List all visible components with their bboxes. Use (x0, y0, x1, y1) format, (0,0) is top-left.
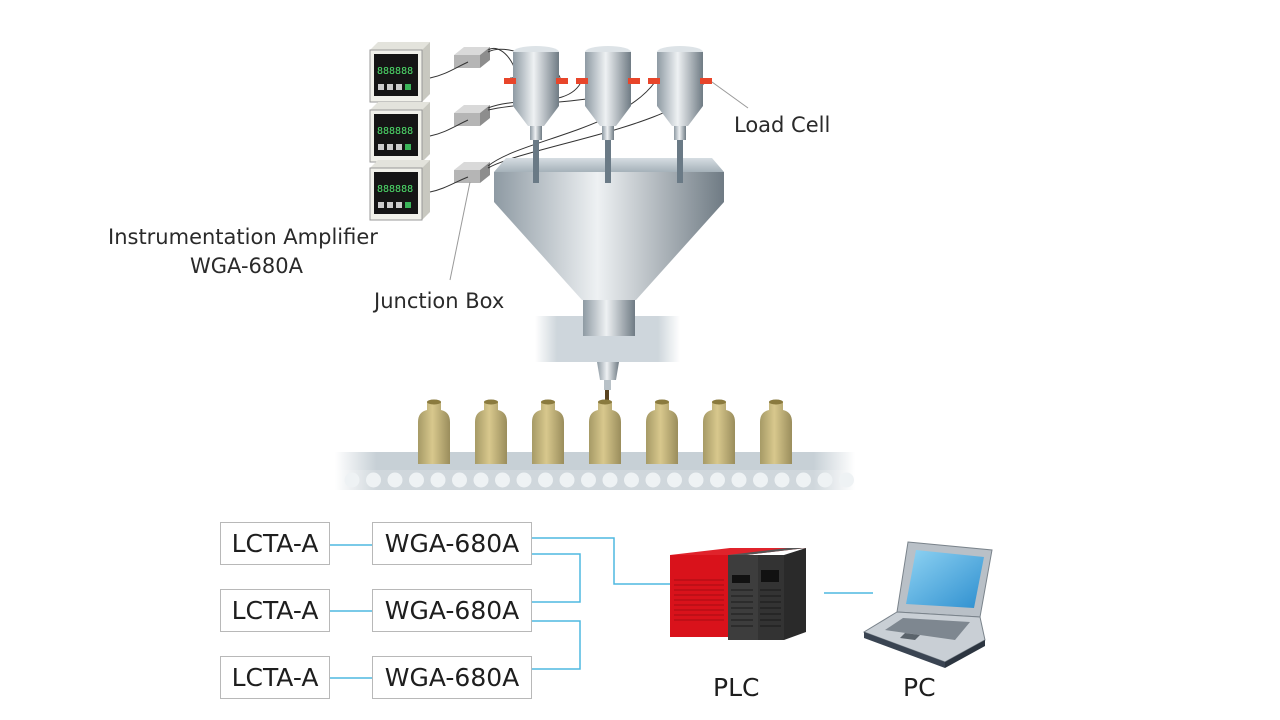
conveyor-roller (516, 472, 532, 488)
load-cell-label: Load Cell (734, 113, 831, 137)
junction-box-label: Junction Box (374, 289, 505, 313)
weighing-hopper (576, 46, 640, 183)
conveyor-roller (387, 472, 403, 488)
connection-lines (330, 537, 873, 679)
conveyor-roller (538, 472, 553, 488)
conveyor-roller (710, 472, 725, 488)
conveyor-roller (430, 472, 446, 488)
conveyor-roller (602, 472, 618, 488)
load-cell (628, 78, 640, 84)
weighing-hopper (648, 46, 712, 183)
load-cell (556, 78, 568, 84)
bottle (760, 399, 792, 464)
svg-text:888888: 888888 (377, 126, 413, 137)
load-cell (576, 78, 588, 84)
conveyor-roller (796, 472, 811, 488)
plc-label: PLC (713, 673, 760, 702)
sensor-box: LCTA-A (220, 656, 330, 699)
conveyor-roller (409, 472, 424, 488)
junction-box (454, 105, 490, 126)
load-cell (700, 78, 712, 84)
amplifier-label-line1: Instrumentation Amplifier (108, 225, 378, 249)
conveyor-roller (753, 472, 768, 488)
amplifier-box: WGA-680A (372, 656, 532, 699)
junction-box (454, 47, 490, 68)
pc-laptop-icon (862, 541, 993, 668)
bottle (703, 399, 735, 464)
conveyor-roller (473, 472, 489, 488)
amplifier-unit: 888888 (369, 102, 430, 163)
conveyor-roller (559, 472, 575, 488)
conveyor-roller (839, 472, 854, 488)
weighing-hopper (504, 46, 568, 183)
bottle (646, 399, 678, 464)
load-cell (504, 78, 516, 84)
bottle (475, 399, 507, 464)
conveyor-roller (495, 472, 510, 488)
weighing-hoppers (504, 46, 712, 183)
conveyor-roller (366, 472, 381, 488)
bottle (589, 399, 621, 464)
conveyor-roller (731, 472, 747, 488)
amplifier-label-line2: WGA-680A (190, 254, 303, 278)
pc-label: PC (903, 673, 936, 702)
junction-box (454, 162, 490, 183)
amplifier-unit: 888888 (369, 160, 430, 221)
bottle (532, 399, 564, 464)
conveyor-roller (645, 472, 661, 488)
sensor-box: LCTA-A (220, 589, 330, 632)
amplifier-box: WGA-680A (372, 589, 532, 632)
conveyor-roller (817, 472, 833, 488)
amplifier-units: 888888 888888 888888 (369, 42, 430, 221)
bottles (418, 399, 792, 464)
load-cell (648, 78, 660, 84)
amplifier-box: WGA-680A (372, 522, 532, 565)
svg-text:888888: 888888 (377, 184, 413, 195)
amplifier-unit: 888888 (369, 42, 430, 103)
load-cell-leader (711, 81, 749, 109)
conveyor-roller (344, 472, 360, 488)
sensor-box: LCTA-A (220, 522, 330, 565)
conveyor-roller (581, 472, 596, 488)
conveyor-roller (452, 472, 467, 488)
conveyor-roller (667, 472, 682, 488)
conveyor-roller (624, 472, 639, 488)
svg-text:888888: 888888 (377, 66, 413, 77)
conveyor-roller (774, 472, 790, 488)
conveyor-roller (688, 472, 704, 488)
junction-box-leader (449, 181, 471, 281)
plc-icon (670, 548, 806, 640)
junction-boxes (454, 47, 490, 183)
bottle (418, 399, 450, 464)
main-hopper (494, 158, 724, 400)
